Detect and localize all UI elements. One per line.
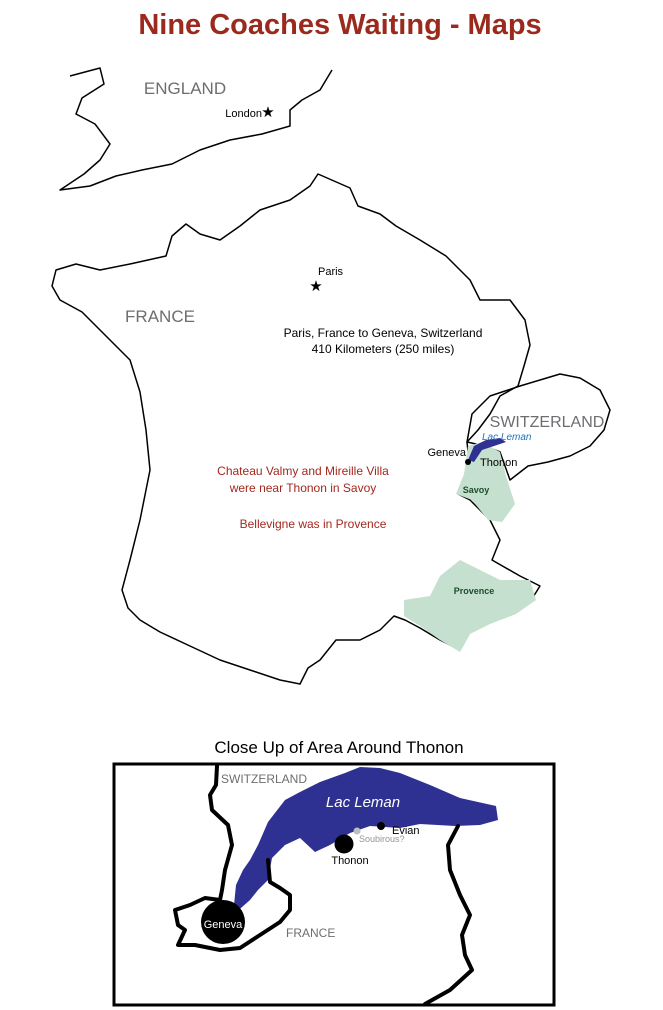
label-provence: Provence [454, 586, 495, 596]
france-border [51, 173, 541, 685]
inset-thonon-dot [334, 834, 354, 854]
inset-geneva-dot [201, 900, 245, 944]
note-line3: Bellevigne was in Provence [240, 517, 387, 531]
london-star-icon: ★ [261, 104, 274, 121]
inset-evian-dot [377, 822, 385, 830]
inset-border-west [173, 764, 292, 952]
note-line1: Chateau Valmy and Mireille Villa [217, 464, 389, 478]
label-france: FRANCE [125, 307, 195, 326]
label-thonon: Thonon [480, 457, 517, 469]
note-line2: were near Thonon in Savoy [229, 481, 377, 495]
inset-label-france: FRANCE [286, 926, 335, 940]
inset-soubirous-dot [353, 827, 361, 835]
label-geneva: Geneva [427, 447, 466, 459]
paris-star-icon: ★ [309, 278, 322, 295]
inset-label-evian: Evian [392, 825, 420, 837]
england-coastline [59, 67, 333, 191]
label-england: ENGLAND [144, 79, 226, 98]
inset-lac-leman [233, 767, 498, 915]
inset-label-soubirous: Soubirous? [359, 834, 405, 844]
label-paris: Paris [318, 266, 344, 278]
lac-leman-small [468, 438, 506, 462]
geneva-dot [465, 459, 471, 465]
inset-border-east [423, 824, 474, 1006]
distance-line1: Paris, France to Geneva, Switzerland [284, 326, 483, 340]
inset-label-thonon: Thonon [331, 855, 368, 867]
inset-title: Close Up of Area Around Thonon [214, 738, 463, 757]
label-lac-leman: Lac Leman [482, 432, 532, 443]
inset-label-lac-leman: Lac Leman [326, 794, 400, 811]
label-savoy: Savoy [463, 485, 490, 495]
switzerland-border [466, 373, 611, 481]
page-title: Nine Coaches Waiting - Maps [138, 9, 541, 41]
inset-label-geneva: Geneva [204, 919, 243, 931]
provence-region [404, 560, 536, 652]
label-switzerland: SWITZERLAND [490, 414, 605, 431]
label-london: London [225, 108, 262, 120]
distance-line2: 410 Kilometers (250 miles) [312, 342, 455, 356]
inset-label-switzerland: SWITZERLAND [221, 772, 307, 786]
